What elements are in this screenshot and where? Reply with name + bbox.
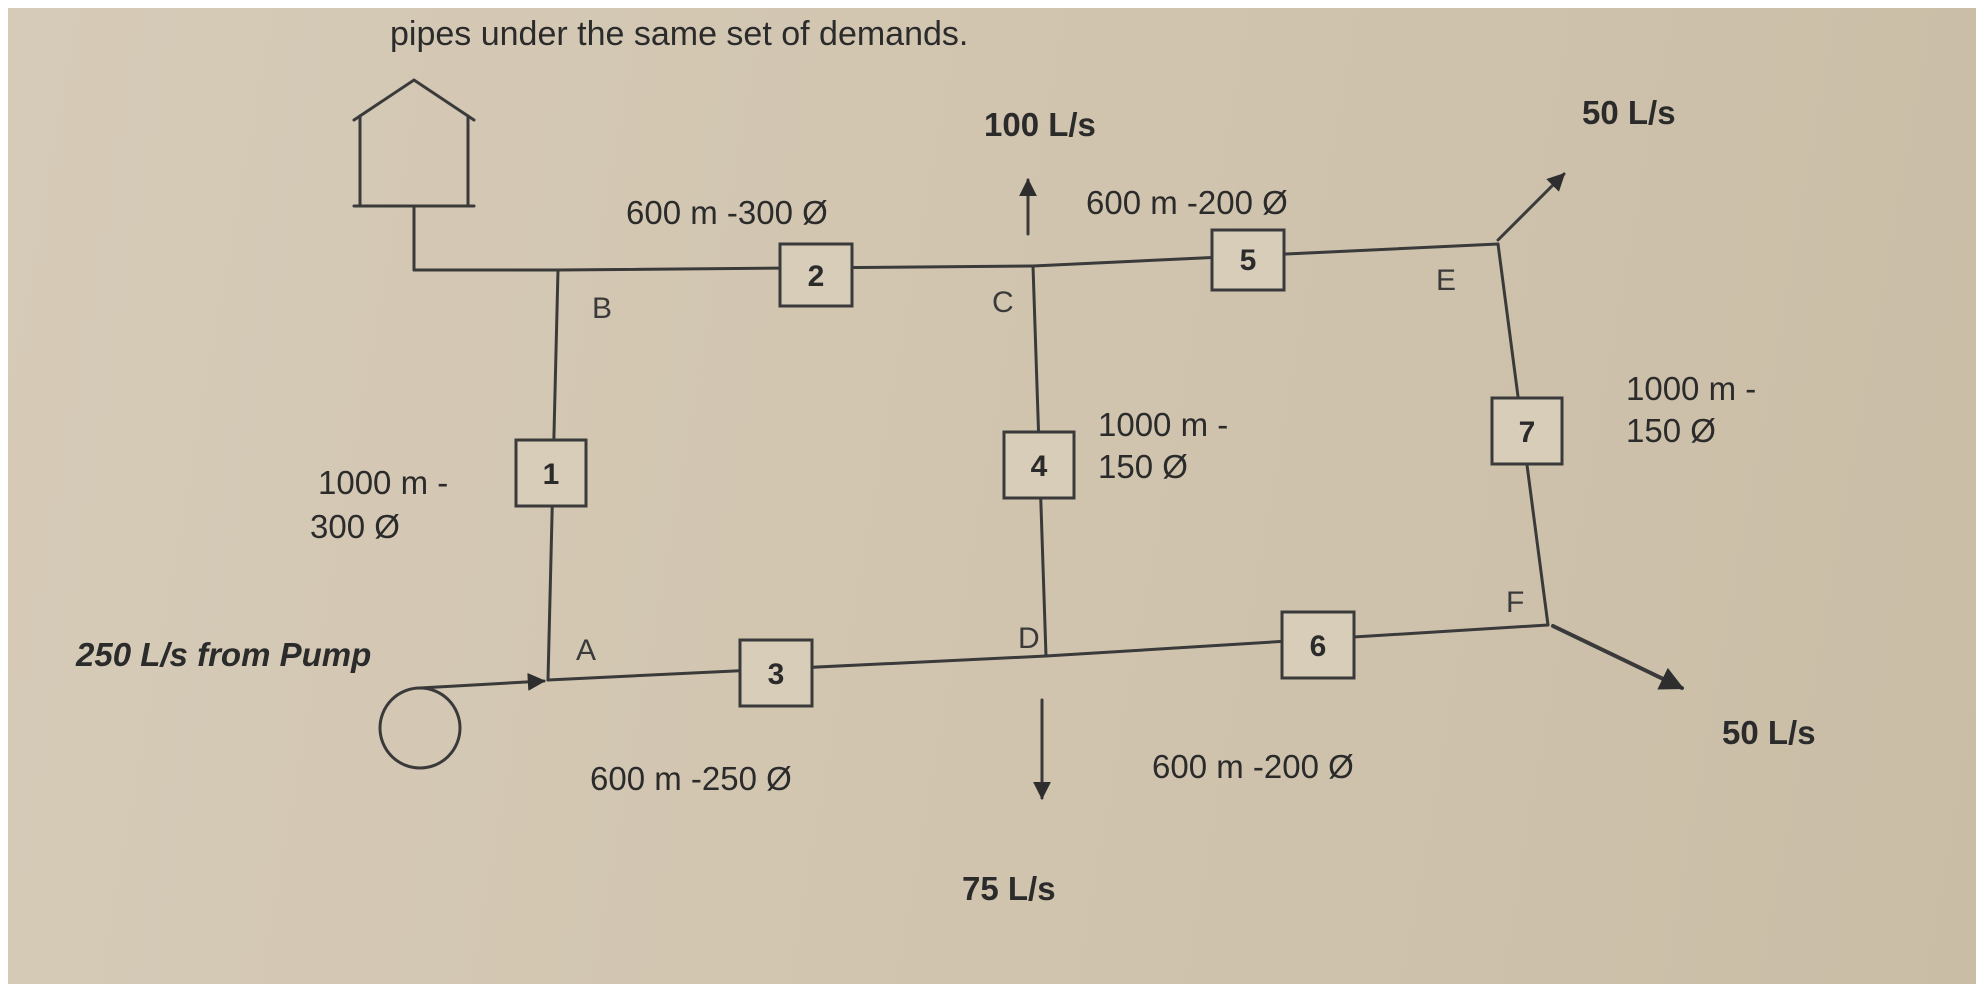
pipe-7-spec-line1: 1000 m - [1626,370,1756,407]
pipe-4-spec-line1: 1000 m - [1098,406,1228,443]
node-label-e: E [1436,264,1456,297]
demand-label-f: 50 L/s [1722,714,1816,751]
demand-arrow-e [1496,172,1566,242]
pipe-7-box: 7 [1490,396,1564,466]
node-label-f: F [1506,586,1524,619]
inflow-label: 250 L/s from Pump [75,636,371,673]
pipe-5-spec: 600 m -200 Ø [1086,184,1288,221]
svg-text:1: 1 [543,458,560,491]
node-label-d: D [1018,622,1040,655]
pipe-6-box: 6 [1280,610,1356,680]
pipe-3-box: 3 [738,638,814,708]
diagram-paper: pipes under the same set of demands. 1 2… [8,8,1976,984]
reservoir-icon [352,78,560,272]
svg-text:7: 7 [1519,416,1536,449]
node-label-c: C [992,286,1014,319]
pipe-4-box: 4 [1002,430,1076,500]
demand-label-d: 75 L/s [962,870,1056,907]
pipe-3-spec: 600 m -250 Ø [590,760,792,797]
pipe-1-spec-line1: 1000 m - [318,464,448,501]
pipe-network-diagram: pipes under the same set of demands. 1 2… [75,15,1816,907]
demand-label-e: 50 L/s [1582,94,1676,131]
pipe-2-box: 2 [778,242,854,308]
pipe-2-spec: 600 m -300 Ø [626,194,828,231]
header-text: pipes under the same set of demands. [390,15,968,53]
pipe-1-spec-line2: 300 Ø [310,508,400,545]
node-label-b: B [592,292,612,325]
svg-text:5: 5 [1240,244,1257,277]
pipe-5-box: 5 [1210,228,1286,292]
svg-text:6: 6 [1310,630,1327,663]
pump-icon [378,672,546,770]
pipe-6-spec: 600 m -200 Ø [1152,748,1354,785]
pipe-7-spec-line2: 150 Ø [1626,412,1716,449]
demand-arrow-f [1551,624,1685,690]
svg-text:3: 3 [768,658,785,691]
pipe-4-spec-line2: 150 Ø [1098,448,1188,485]
pipe-1-box: 1 [514,438,588,508]
demand-label-c: 100 L/s [984,106,1096,143]
svg-text:2: 2 [808,260,825,293]
node-label-a: A [576,634,596,667]
svg-text:4: 4 [1031,450,1048,483]
